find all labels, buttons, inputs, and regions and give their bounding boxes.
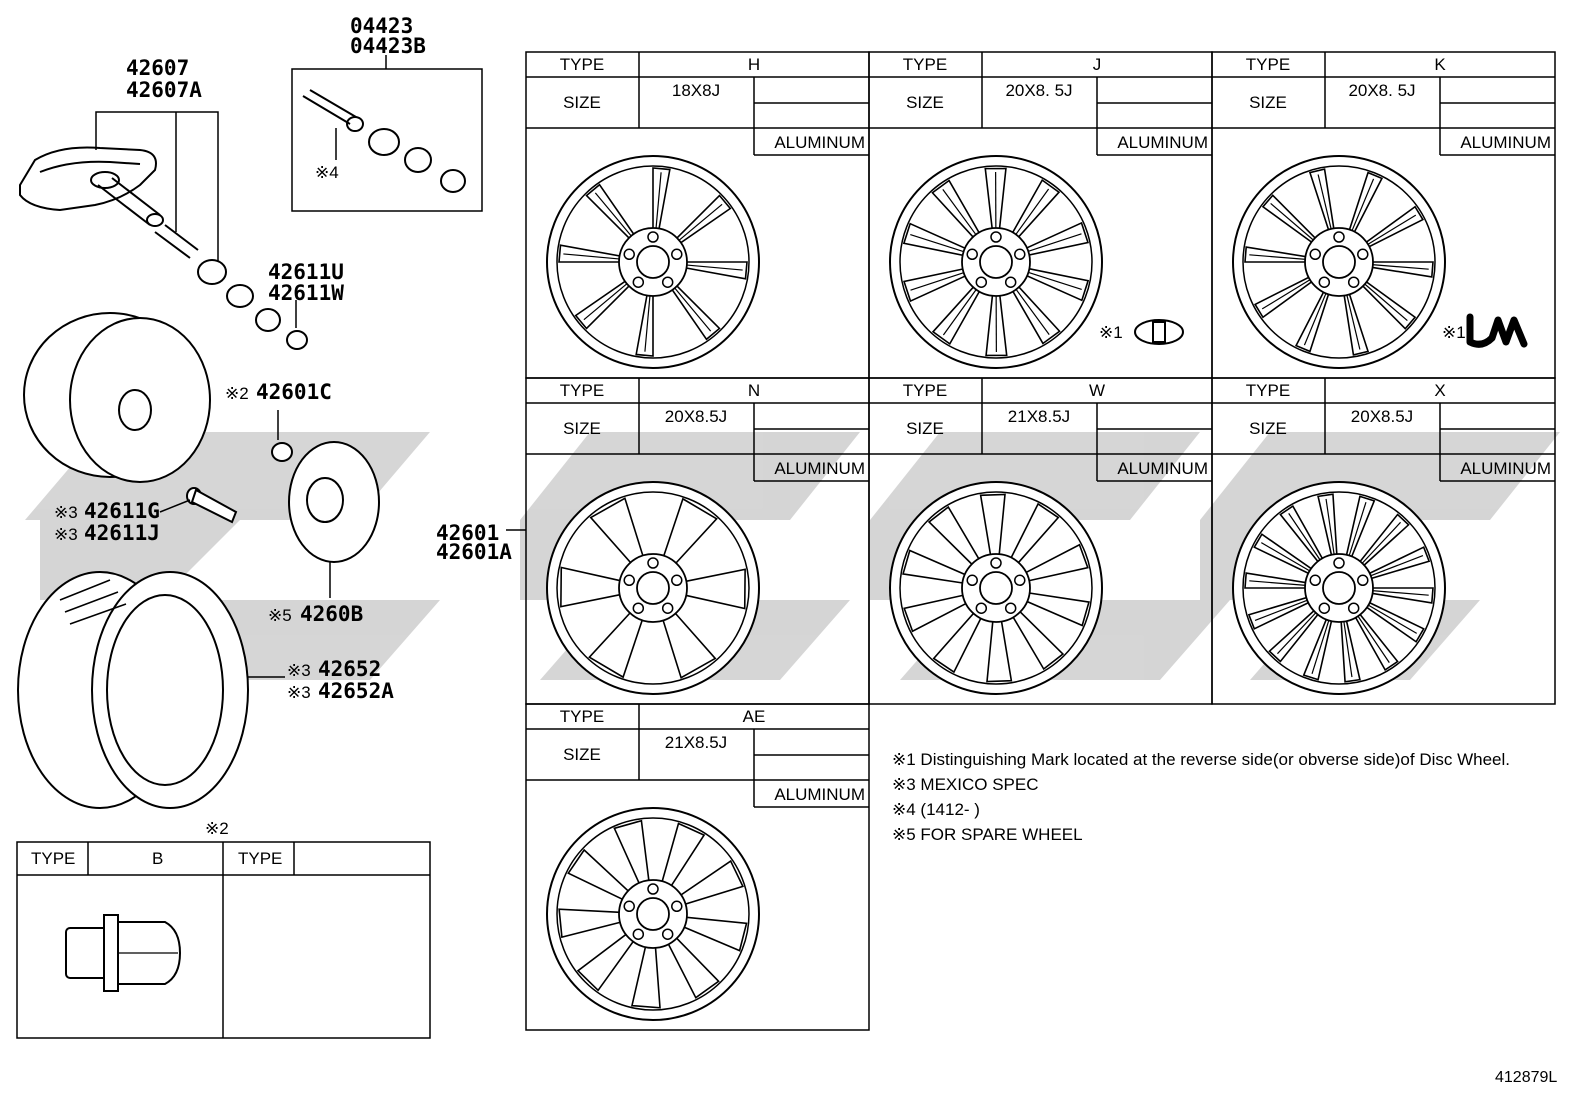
spare-note-mark: ※5	[268, 606, 292, 625]
wheel-size-value: 20X8.5J	[1351, 407, 1413, 426]
wheel-size-value: 20X8.5J	[665, 407, 727, 426]
valvestem-note-mark-1: ※3	[54, 503, 78, 522]
wheel-table-n: TYPE N SIZE 20X8.5J ALUMINUM	[526, 378, 869, 704]
wheel-type-label: TYPE	[560, 381, 604, 400]
wheel-type-value: AE	[743, 707, 766, 726]
wheel-size-value: 18X8J	[672, 81, 720, 100]
wheel-j-icon	[890, 156, 1102, 368]
wheel-size-value: 21X8.5J	[1008, 407, 1070, 426]
tire-front-icon	[18, 572, 248, 808]
tire-note-mark-2: ※3	[287, 683, 311, 702]
wheel-material: ALUMINUM	[774, 459, 865, 478]
wheel-size-label: SIZE	[563, 745, 601, 764]
note-5: ※5 FOR SPARE WHEEL	[892, 825, 1083, 844]
note-1: ※1 Distinguishing Mark located at the re…	[892, 750, 1510, 769]
wheel-type-label: TYPE	[1246, 55, 1290, 74]
wheel-x-icon	[1233, 482, 1445, 694]
valvestem-note-mark-2: ※3	[54, 525, 78, 544]
wheel-type-label: TYPE	[903, 55, 947, 74]
wheel-material: ALUMINUM	[774, 785, 865, 804]
tire-note-mark-1: ※3	[287, 661, 311, 680]
wheel-material: ALUMINUM	[1117, 133, 1208, 152]
lug-nut-icon	[66, 915, 180, 991]
part-number-42611J: 42611J	[84, 521, 160, 545]
figure-id: 412879L	[1495, 1069, 1557, 1086]
tpms-sensor-icon	[20, 148, 307, 350]
part-number-42607A: 42607A	[126, 78, 202, 102]
distinguishing-pill-icon	[1135, 320, 1183, 344]
wheel-type-label: TYPE	[560, 55, 604, 74]
part-number-04423B: 04423B	[350, 34, 426, 58]
wheel-type-value: K	[1434, 55, 1446, 74]
wheel-size-value: 20X8. 5J	[1005, 81, 1072, 100]
nut-type-value-1: B	[152, 849, 163, 868]
nut-type-label-2: TYPE	[238, 849, 282, 868]
wheel-material: ALUMINUM	[1117, 459, 1208, 478]
note-3: ※3 MEXICO SPEC	[892, 775, 1039, 794]
wheel-size-label: SIZE	[563, 93, 601, 112]
wheel-type-label: TYPE	[1246, 381, 1290, 400]
notes-block: ※1 Distinguishing Mark located at the re…	[892, 750, 1510, 844]
wheel-material: ALUMINUM	[1460, 459, 1551, 478]
valve-kit-box	[292, 69, 482, 211]
wheel-size-label: SIZE	[1249, 93, 1287, 112]
part-number-42611W: 42611W	[268, 281, 344, 305]
part-number-42611G: 42611G	[84, 499, 160, 523]
valve-note-mark: ※4	[315, 163, 339, 182]
wheel-w-icon	[890, 482, 1102, 694]
wheel-size-value: 21X8.5J	[665, 733, 727, 752]
wheel-size-label: SIZE	[1249, 419, 1287, 438]
wheel-material: ALUMINUM	[774, 133, 865, 152]
wheel-type-value: N	[748, 381, 760, 400]
part-number-42652: 42652	[318, 657, 381, 681]
wheel-table-ae: TYPE AE SIZE 21X8.5J ALUMINUM	[526, 704, 869, 1030]
wheel-type-value: J	[1093, 55, 1102, 74]
nut-type-label-1: TYPE	[31, 849, 75, 868]
part-number-42601A: 42601A	[436, 540, 512, 564]
wheel-size-value: 20X8. 5J	[1348, 81, 1415, 100]
tire-side-icon	[24, 313, 210, 482]
part-number-42601C: 42601C	[256, 380, 332, 404]
wheel-type-value: H	[748, 55, 760, 74]
wheel-material: ALUMINUM	[1460, 133, 1551, 152]
wheel-table-h: TYPE H SIZE 18X8J ALUMINUM	[526, 52, 869, 378]
wheel-n-icon	[547, 482, 759, 694]
wheel-type-value: X	[1434, 381, 1445, 400]
distinguishing-mark-note: ※1	[1099, 323, 1123, 342]
distinguishing-logo-icon	[1470, 317, 1524, 344]
wheel-type-label: TYPE	[903, 381, 947, 400]
wheel-table-k: TYPE K SIZE 20X8. 5J ALUMINUM ※1	[1212, 52, 1555, 378]
distinguishing-mark-note: ※1	[1442, 323, 1466, 342]
wheel-type-label: TYPE	[560, 707, 604, 726]
wheel-size-label: SIZE	[563, 419, 601, 438]
wheel-k-icon	[1233, 156, 1445, 368]
part-number-42607: 42607	[126, 56, 189, 80]
wheel-size-label: SIZE	[906, 93, 944, 112]
wheel-tables: TYPE H SIZE 18X8J ALUMINUM TYPE J SIZE 20X8. 5J A…	[526, 52, 1555, 1030]
wheel-table-j: TYPE J SIZE 20X8. 5J ALUMINUM ※1	[869, 52, 1212, 378]
wheel-type-value: W	[1089, 381, 1105, 400]
hubnut-note-mark: ※2	[225, 384, 249, 403]
sensor-leader-lines	[96, 112, 296, 328]
nut-table-caption: ※2	[205, 819, 229, 838]
spare-wheel-icon	[289, 442, 379, 598]
wheel-ae-icon	[547, 808, 759, 1020]
note-4: ※4 (1412- )	[892, 800, 980, 819]
wheel-size-label: SIZE	[906, 419, 944, 438]
wheel-table-x: TYPE X SIZE 20X8.5J ALUMINUM	[1212, 378, 1555, 704]
part-number-42652A: 42652A	[318, 679, 394, 703]
part-number-4260B: 4260B	[300, 602, 363, 626]
wheel-h-icon	[547, 156, 759, 368]
